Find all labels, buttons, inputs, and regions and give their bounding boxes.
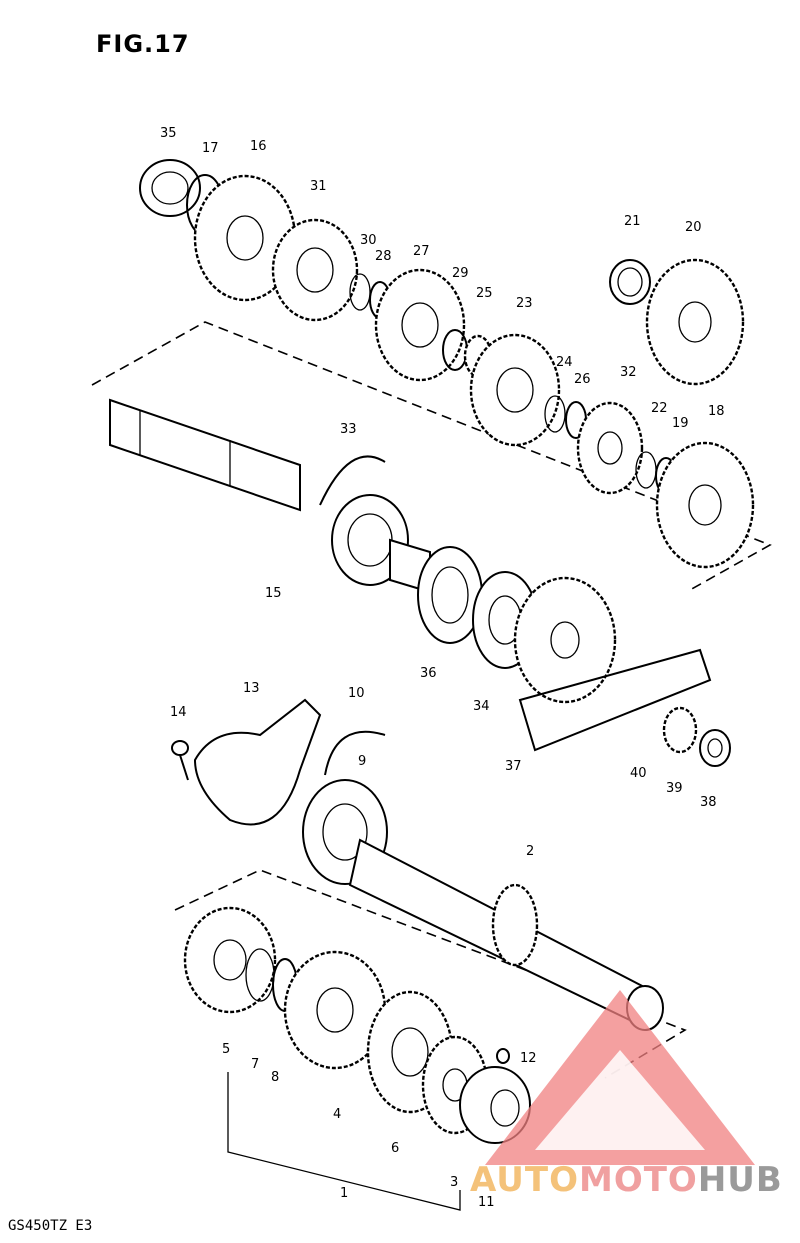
washer-30 <box>349 273 371 311</box>
callout-36: 36 <box>420 666 437 681</box>
callout-21: 21 <box>624 214 641 229</box>
callout-26: 26 <box>574 372 591 387</box>
callout-24: 24 <box>556 355 573 370</box>
callout-29: 29 <box>452 266 469 281</box>
sprocket-37 <box>513 576 617 704</box>
callout-7: 7 <box>251 1057 259 1072</box>
callout-8: 8 <box>271 1070 279 1085</box>
washer-24 <box>544 395 566 433</box>
gear-32 <box>576 401 644 495</box>
circlip-10 <box>324 730 386 776</box>
callout-35: 35 <box>160 126 177 141</box>
watermark-part-1: AUTO <box>470 1160 579 1200</box>
watermark-text: AUTOMOTOHUB <box>470 1160 783 1200</box>
callout-39: 39 <box>666 781 683 796</box>
callout-23: 23 <box>516 296 533 311</box>
bushing-21 <box>609 259 651 305</box>
nut-38 <box>699 729 731 767</box>
gear-18 <box>655 441 755 569</box>
callout-37: 37 <box>505 759 522 774</box>
model-code: GS450TZ E3 <box>8 1218 93 1234</box>
callout-32: 32 <box>620 365 637 380</box>
callout-18: 18 <box>708 404 725 419</box>
callout-12: 12 <box>520 1051 537 1066</box>
chain-40 <box>518 648 712 752</box>
callout-34: 34 <box>473 699 490 714</box>
bushing-11 <box>459 1066 531 1144</box>
lock-washer-39 <box>662 706 698 754</box>
callout-15: 15 <box>265 586 282 601</box>
countershaft-15 <box>109 398 301 512</box>
gear-31 <box>271 218 359 322</box>
callout-6: 6 <box>391 1141 399 1156</box>
callout-1: 1 <box>340 1186 348 1201</box>
callout-33: 33 <box>340 422 357 437</box>
callout-11: 11 <box>478 1195 495 1210</box>
callout-31: 31 <box>310 179 327 194</box>
callout-30: 30 <box>360 233 377 248</box>
callout-13: 13 <box>243 681 260 696</box>
callout-25: 25 <box>476 286 493 301</box>
callout-38: 38 <box>700 795 717 810</box>
gear-27 <box>374 268 466 382</box>
gear-5 <box>183 906 277 1014</box>
figure-title: FIG.17 <box>96 30 190 58</box>
callout-20: 20 <box>685 220 702 235</box>
callout-27: 27 <box>413 244 430 259</box>
callout-19: 19 <box>672 416 689 431</box>
watermark-part-3: HUB <box>697 1160 783 1200</box>
circlip-33 <box>319 455 386 506</box>
callout-28: 28 <box>375 249 392 264</box>
callout-17: 17 <box>202 141 219 156</box>
callout-5: 5 <box>222 1042 230 1057</box>
oil-seal-36 <box>417 546 483 644</box>
bearing-retainer-13 <box>193 698 322 826</box>
gear-20 <box>645 258 745 386</box>
callout-16: 16 <box>250 139 267 154</box>
bracket-1 <box>227 1072 461 1211</box>
callout-14: 14 <box>170 705 187 720</box>
callout-3: 3 <box>450 1175 458 1190</box>
callout-2: 2 <box>526 844 534 859</box>
pin-12 <box>496 1048 510 1064</box>
bearing-35 <box>139 159 201 217</box>
callout-40: 40 <box>630 766 647 781</box>
driveshaft-2 <box>348 838 664 1031</box>
washer-22 <box>635 451 657 489</box>
callout-9: 9 <box>358 754 366 769</box>
gear-23 <box>469 333 561 447</box>
callout-22: 22 <box>651 401 668 416</box>
gear-16 <box>193 174 297 302</box>
callout-4: 4 <box>333 1107 341 1122</box>
bolt-14 <box>171 740 189 781</box>
callout-10: 10 <box>348 686 365 701</box>
watermark-part-2: MOTO <box>578 1160 698 1200</box>
